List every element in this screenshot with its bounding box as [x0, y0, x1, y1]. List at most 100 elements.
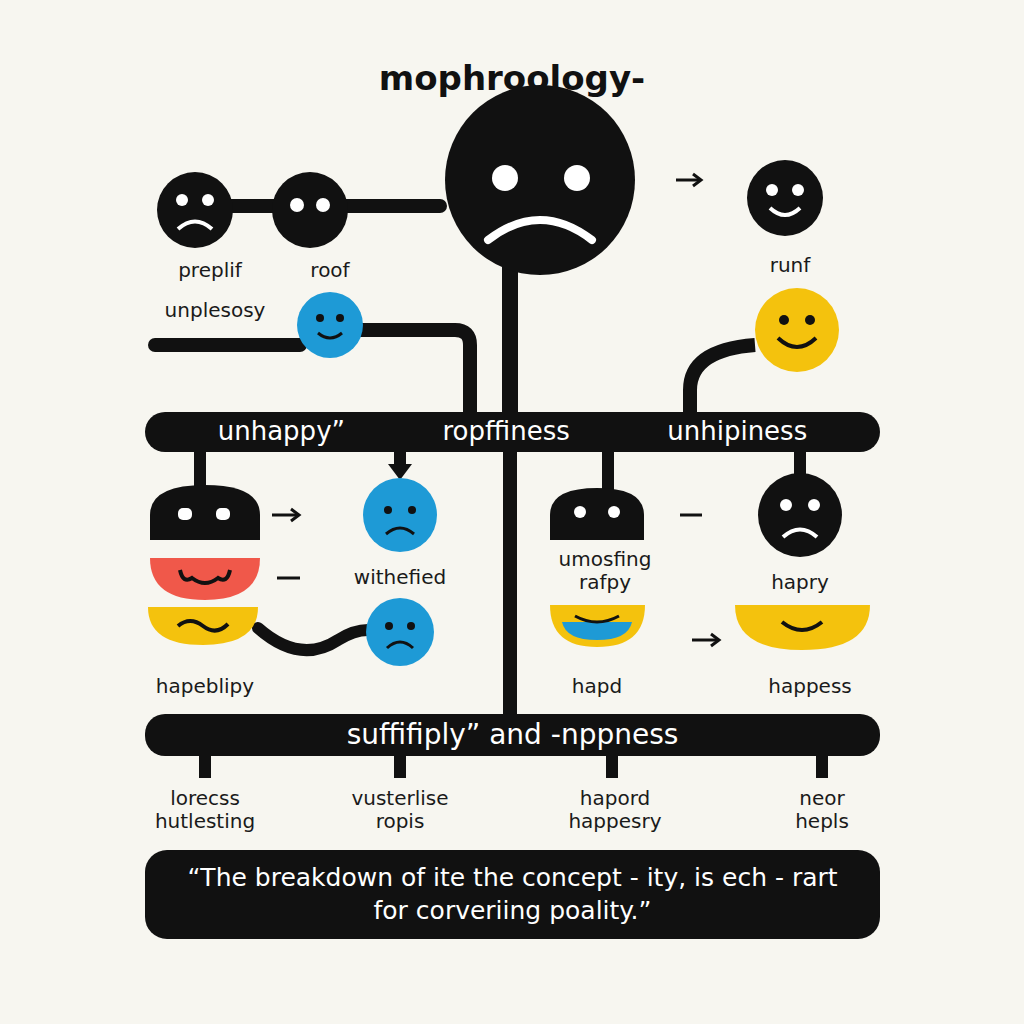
eye	[316, 198, 330, 212]
diagram-title: mophroology-	[0, 58, 1024, 98]
face-head	[366, 598, 434, 666]
mouth	[180, 570, 230, 583]
blue-face	[363, 478, 437, 552]
mouth-line	[575, 616, 619, 622]
band-text: suffifiply” and -nppness	[347, 719, 679, 751]
mouth	[488, 220, 592, 240]
tick	[394, 753, 406, 778]
word-label: hapry	[745, 571, 855, 594]
yellow-face	[755, 288, 839, 372]
word-label: neor hepls	[782, 787, 862, 833]
caption-bar: “The breakdown of ite the concept - ity,…	[145, 850, 880, 939]
mouth	[770, 208, 800, 215]
bowl	[735, 605, 870, 650]
face	[157, 172, 233, 248]
mouth	[178, 222, 212, 230]
bowl	[150, 558, 260, 600]
eye	[290, 198, 304, 212]
yellow-bowl	[550, 605, 645, 647]
mouth	[782, 622, 822, 630]
face-head	[157, 172, 233, 248]
band-text: unhipiness	[667, 417, 807, 447]
word-label: vusterlise ropis	[333, 787, 468, 833]
symbols	[272, 509, 719, 646]
big-face	[445, 85, 635, 275]
eye	[336, 314, 344, 322]
face-head	[758, 473, 842, 557]
trunk-connector	[503, 452, 517, 714]
wire	[258, 628, 368, 650]
face-head	[363, 478, 437, 552]
eye	[216, 508, 230, 520]
mouth	[386, 528, 414, 534]
word-label: hapd	[547, 675, 647, 698]
red-bowl	[150, 558, 260, 600]
text-band: unhappy”ropffinessunhipiness	[145, 412, 880, 452]
eye	[385, 622, 393, 630]
bowl	[550, 605, 645, 647]
eye	[202, 194, 214, 206]
eye	[564, 165, 590, 191]
arrow-line	[676, 179, 700, 182]
eye	[808, 499, 820, 511]
face	[272, 172, 348, 248]
word-label: hapeblipy	[130, 675, 280, 698]
wire	[394, 450, 406, 466]
blue-face	[297, 292, 363, 358]
face-head	[747, 160, 823, 236]
word-label: unplesosy	[145, 299, 285, 322]
dash	[680, 514, 702, 517]
word-label: umosfing rafpy	[550, 548, 660, 594]
arrow-head	[711, 634, 719, 646]
face	[747, 160, 823, 236]
wire	[794, 450, 806, 476]
yellow-bowl	[148, 607, 258, 645]
blue-face	[366, 598, 434, 666]
face-head	[550, 488, 644, 540]
eye	[384, 506, 392, 514]
arrow-symbol	[676, 174, 701, 186]
eye	[316, 314, 324, 322]
mouth	[178, 621, 228, 631]
word-label: preplif	[140, 259, 280, 282]
face-head	[150, 485, 260, 540]
mouth	[318, 333, 342, 338]
eye	[176, 194, 188, 206]
eye	[492, 165, 518, 191]
mouth	[387, 642, 413, 648]
word-label: happess	[740, 675, 880, 698]
face	[758, 473, 842, 557]
mouth	[562, 622, 632, 640]
eye	[574, 506, 586, 518]
wire	[360, 330, 470, 415]
face-head	[272, 172, 348, 248]
eye	[407, 622, 415, 630]
tick	[199, 753, 211, 778]
tick	[606, 753, 618, 778]
tick	[816, 753, 828, 778]
face-head	[445, 85, 635, 275]
mouth	[783, 530, 817, 538]
mouth	[778, 338, 816, 347]
wire	[690, 345, 755, 415]
dome-face	[550, 488, 644, 540]
band-text: unhappy”	[218, 417, 345, 447]
arrow-head	[291, 509, 299, 521]
wire	[155, 338, 300, 352]
wire	[194, 450, 206, 490]
arrow-head	[693, 174, 701, 186]
eye	[408, 506, 416, 514]
word-label: lorecss hutlesting	[138, 787, 273, 833]
wire	[602, 450, 614, 492]
eye	[780, 499, 792, 511]
word-label: hapord happesry	[550, 787, 680, 833]
eye	[766, 184, 778, 196]
dome-face	[150, 485, 260, 540]
word-label: runf	[740, 254, 840, 277]
word-label: withefied	[330, 566, 470, 589]
face-head	[297, 292, 363, 358]
stem	[502, 260, 518, 415]
eye	[608, 506, 620, 518]
bowl	[148, 607, 258, 645]
